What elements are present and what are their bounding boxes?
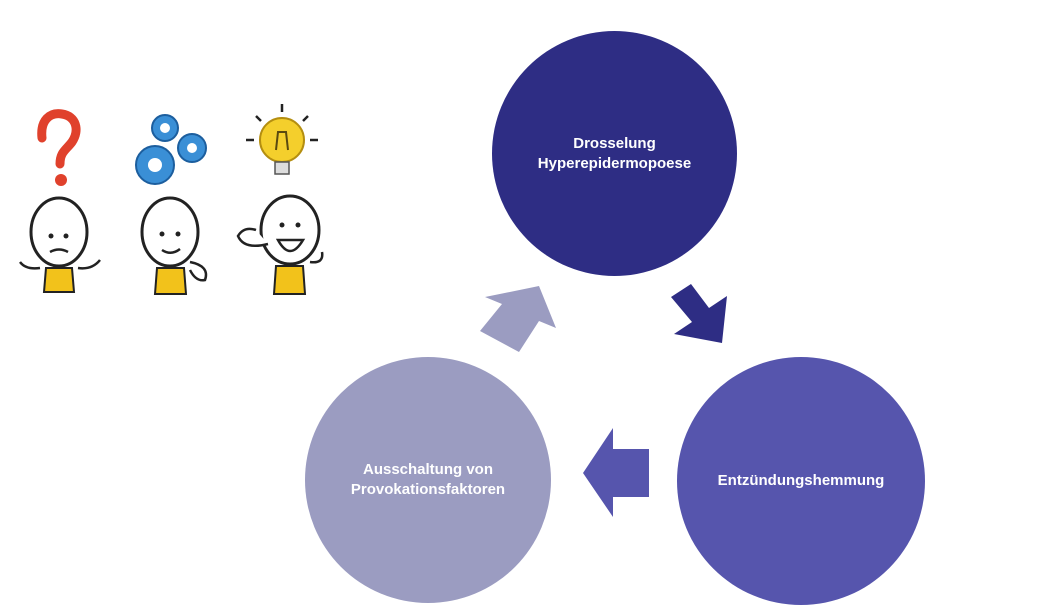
figure-thinking: [135, 114, 208, 295]
thinking-figures-illustration: [19, 104, 324, 295]
figure-idea: [236, 104, 324, 295]
figure-confused: [19, 109, 101, 293]
cycle-node-label: Ausschaltung von Provokationsfaktoren: [350, 461, 506, 498]
arrow-right-to-left: [583, 428, 649, 517]
cycle-node-label: Drosselung Hyperepidermopoese: [537, 134, 692, 172]
cycle-node-drosselung: Drosselung Hyperepidermopoese: [492, 31, 737, 276]
question-mark-icon: [37, 109, 81, 186]
gears-icon: [135, 114, 207, 185]
cycle-node-ausschaltung: Ausschaltung von Provokationsfaktoren: [305, 357, 551, 603]
cycle-node-label: Entzündungshemmung: [717, 472, 885, 489]
arrow-top-to-right: [671, 284, 727, 343]
arrow-left-to-top: [480, 286, 556, 352]
cycle-node-entzuendungshemmung: Entzündungshemmung: [677, 357, 925, 605]
lightbulb-icon: [246, 104, 318, 175]
